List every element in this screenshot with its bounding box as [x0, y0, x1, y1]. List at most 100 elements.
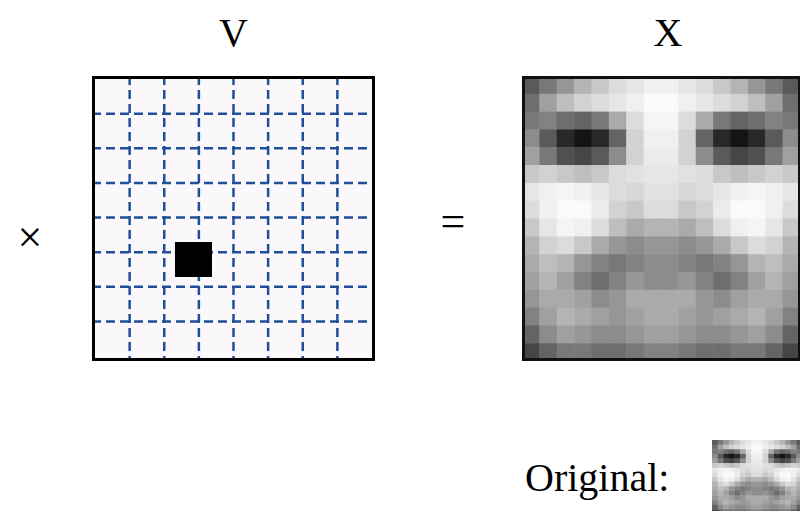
thumbnail-pixel — [723, 496, 729, 501]
thumbnail-pixel — [723, 505, 729, 510]
thumbnail-pixel — [735, 491, 741, 496]
face-pixel — [783, 325, 800, 343]
thumbnail-pixel — [746, 500, 752, 505]
face-pixel — [539, 254, 557, 272]
thumbnail-pixel — [712, 454, 718, 459]
face-pixel — [661, 219, 679, 237]
thumbnail-pixel — [751, 496, 757, 501]
face-pixel — [713, 183, 731, 201]
face-pixel — [748, 94, 766, 112]
thumbnail-pixel — [780, 509, 786, 511]
face-pixel — [748, 201, 766, 219]
face-pixel — [592, 112, 610, 130]
face-pixel — [644, 183, 662, 201]
face-pixel — [574, 112, 592, 130]
thumbnail-pixel — [746, 505, 752, 510]
thumbnail-pixel — [735, 477, 741, 482]
thumbnail-pixel — [768, 491, 774, 496]
thumbnail-pixel — [791, 486, 797, 491]
thumbnail-pixel — [796, 454, 800, 459]
face-pixel — [696, 129, 714, 147]
thumbnail-pixel — [712, 468, 718, 473]
thumbnail-pixel — [729, 505, 735, 510]
thumbnail-pixel — [791, 477, 797, 482]
thumbnail-pixel — [763, 463, 769, 468]
thumbnail-pixel — [763, 440, 769, 445]
thumbnail-pixel — [718, 491, 724, 496]
face-pixel — [713, 147, 731, 165]
face-pixel — [574, 236, 592, 254]
face-pixel — [731, 308, 749, 326]
face-pixel — [644, 254, 662, 272]
thumbnail-pixel — [791, 482, 797, 487]
face-pixel — [713, 94, 731, 112]
face-pixel — [644, 94, 662, 112]
face-pixel — [696, 165, 714, 183]
thumbnail-pixel — [774, 477, 780, 482]
face-pixel — [557, 325, 575, 343]
thumbnail-pixel — [740, 468, 746, 473]
thumbnail-pixel — [746, 445, 752, 450]
face-pixel — [626, 129, 644, 147]
thumbnail-pixel — [785, 491, 791, 496]
face-pixel — [696, 325, 714, 343]
face-pixel — [539, 308, 557, 326]
face-pixel — [557, 272, 575, 290]
face-pixel — [661, 325, 679, 343]
thumbnail-pixel — [712, 472, 718, 477]
face-pixel — [678, 165, 696, 183]
face-pixel — [644, 272, 662, 290]
thumbnail-pixel — [751, 477, 757, 482]
face-pixel — [713, 112, 731, 130]
face-pixel — [678, 308, 696, 326]
thumbnail-pixel — [791, 509, 797, 511]
thumbnail-pixel — [780, 454, 786, 459]
face-pixel — [626, 219, 644, 237]
thumbnail-pixel — [751, 449, 757, 454]
thumbnail-pixel — [780, 472, 786, 477]
thumbnail-pixel — [723, 472, 729, 477]
face-pixel — [557, 201, 575, 219]
face-pixel — [696, 183, 714, 201]
face-pixel — [626, 290, 644, 308]
face-pixel — [661, 290, 679, 308]
face-pixel — [678, 254, 696, 272]
thumbnail-pixel — [735, 472, 741, 477]
grid-frame — [92, 76, 375, 361]
face-pixel — [539, 219, 557, 237]
thumbnail-pixel — [791, 440, 797, 445]
thumbnail-pixel — [718, 449, 724, 454]
thumbnail-pixel — [780, 496, 786, 501]
face-pixel — [557, 183, 575, 201]
matrix-label: X — [522, 8, 800, 76]
thumbnail-pixel — [735, 500, 741, 505]
face-pixel — [557, 219, 575, 237]
thumbnail-pixel — [785, 449, 791, 454]
thumbnail-pixel — [780, 445, 786, 450]
face-pixel — [678, 219, 696, 237]
face-pixel — [696, 236, 714, 254]
thumbnail-pixel — [796, 440, 800, 445]
thumbnail-pixel — [723, 482, 729, 487]
thumbnail-pixel — [735, 486, 741, 491]
thumbnail-pixel — [763, 454, 769, 459]
face-pixel — [713, 236, 731, 254]
thumbnail-pixel — [768, 509, 774, 511]
thumbnail-pixel — [768, 482, 774, 487]
thumbnail-pixel — [746, 454, 752, 459]
grid-line — [92, 147, 375, 150]
thumbnail-pixel — [763, 496, 769, 501]
face-pixel — [539, 165, 557, 183]
thumbnail-pixel — [735, 509, 741, 511]
thumbnail-pixel — [735, 459, 741, 464]
face-pixel — [713, 254, 731, 272]
thumbnail-pixel — [723, 509, 729, 511]
face-pixel — [731, 219, 749, 237]
face-pixel — [592, 325, 610, 343]
face-pixel — [557, 165, 575, 183]
thumbnail-pixel — [740, 449, 746, 454]
face-pixel — [539, 183, 557, 201]
thumbnail-pixel — [796, 505, 800, 510]
face-pixel — [661, 129, 679, 147]
thumbnail-pixel — [780, 505, 786, 510]
